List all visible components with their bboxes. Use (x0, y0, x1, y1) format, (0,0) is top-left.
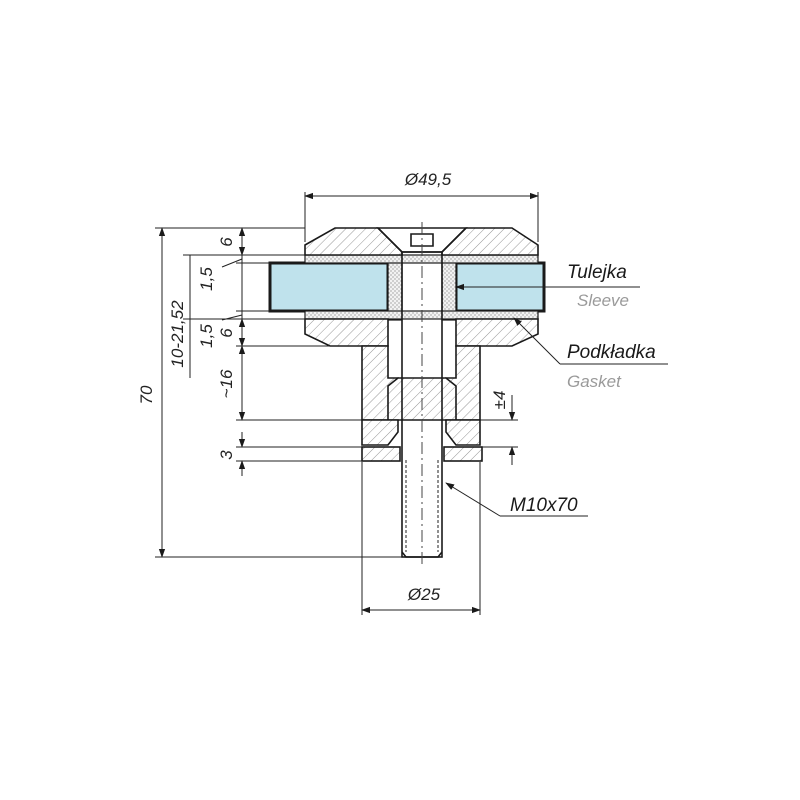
base-plate-right (455, 318, 539, 347)
sleeve-label-pl: Tulejka (567, 262, 627, 283)
dim-adjust-label: ±4 (490, 391, 509, 410)
dim-stack: 6 1,5 1,5 6 ~16 3 (197, 227, 362, 476)
gasket-label-en: Gasket (567, 372, 622, 391)
dim-glass-range-label: 10-21,52 (168, 300, 187, 368)
dim-washer-height-label: 3 (217, 450, 236, 460)
washer-right (443, 446, 483, 462)
dim-adjust: ±4 (480, 391, 518, 465)
dim-overall-length: 70 (137, 227, 402, 558)
callout-bolt: M10x70 (445, 482, 588, 517)
dim-bottom-diameter-label: Ø25 (407, 585, 441, 604)
gasket-label-pl: Podkładka (567, 342, 656, 363)
dim-overall-length-label: 70 (137, 385, 156, 404)
sleeve-right (441, 254, 457, 321)
dim-glass-range: 10-21,52 (168, 254, 245, 378)
callout-sleeve: Tulejka Sleeve (455, 262, 640, 310)
top-cap-right (441, 227, 539, 256)
sleeve (387, 254, 403, 321)
dim-stud-body-label: ~16 (217, 369, 236, 398)
dim-bottom-diameter: Ø25 (361, 462, 481, 615)
dim-cap-height-label: 6 (217, 237, 236, 247)
dim-top-diameter-label: Ø49,5 (404, 170, 452, 189)
callout-gasket: Podkładka Gasket (513, 317, 668, 391)
dim-gap-lower-label: 1,5 (197, 324, 216, 348)
glass-panel-left (268, 261, 390, 313)
lower-nut-right (445, 419, 481, 446)
dim-gap-upper-label: 1,5 (197, 267, 216, 291)
base-plate (304, 318, 389, 347)
dim-top-diameter: Ø49,5 (304, 170, 539, 242)
sleeve-label-en: Sleeve (577, 291, 629, 310)
dim-base-height-label: 6 (217, 328, 236, 338)
washer (361, 446, 401, 462)
lower-nut (361, 419, 399, 446)
bolt-label: M10x70 (510, 495, 578, 516)
top-cap (304, 227, 403, 256)
